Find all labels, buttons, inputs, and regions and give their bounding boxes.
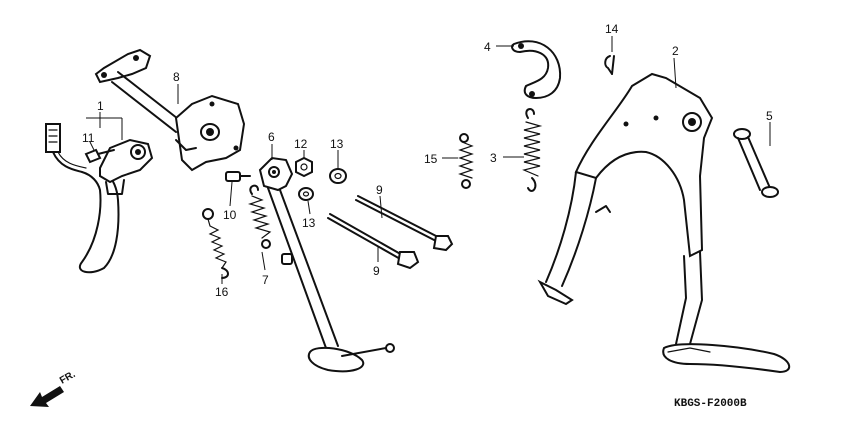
callout-11: 11: [82, 131, 95, 145]
callout-9-upper: 9: [376, 183, 383, 197]
pivot-bracket: [94, 48, 246, 172]
leader-lines: [86, 36, 771, 284]
washer-lower: [298, 187, 314, 201]
callout-1: 1: [97, 99, 104, 113]
stud-bolt: [225, 171, 251, 182]
callout-13-lower: 13: [302, 216, 316, 230]
side-stand-switch: [45, 123, 154, 274]
callout-3: 3: [490, 151, 497, 165]
switch-bolt: [84, 148, 115, 164]
callout-16: 16: [215, 285, 229, 299]
washer-upper: [329, 168, 347, 184]
callout-7: 7: [262, 273, 269, 287]
callout-2: 2: [672, 44, 679, 58]
callout-9-lower: 9: [373, 264, 380, 278]
front-direction-indicator: FR.: [30, 369, 78, 407]
callout-13-upper: 13: [330, 137, 344, 151]
main-stand-spring-small: [458, 133, 474, 189]
main-stand: [537, 72, 790, 374]
cotter-pin: [604, 55, 615, 75]
callout-5: 5: [766, 109, 773, 123]
callout-labels: 1 2 3 4 5 6 7 8 9 9 10 11 12 13 13 14 15…: [82, 22, 773, 299]
front-label: FR.: [58, 369, 78, 387]
callout-6: 6: [268, 130, 275, 144]
callout-4: 4: [484, 40, 491, 54]
diagram-code: KBGS-F2000B: [674, 398, 747, 410]
main-stand-pivot-shaft: [733, 128, 779, 198]
callout-14: 14: [605, 22, 619, 36]
callout-10: 10: [223, 208, 237, 222]
side-stand: [258, 156, 395, 373]
pivot-bolt-lower: [327, 213, 420, 270]
pivot-nut: [295, 156, 313, 178]
main-stand-spring-large: [522, 108, 543, 192]
front-arrow-icon: [30, 386, 64, 407]
side-stand-spring-inner: [202, 208, 229, 279]
pivot-bolt-upper: [355, 195, 454, 252]
callout-12: 12: [294, 137, 308, 151]
stopper-plate: [511, 40, 562, 100]
callout-15: 15: [424, 152, 438, 166]
callout-8: 8: [173, 70, 180, 84]
side-stand-spring-outer: [247, 184, 272, 249]
